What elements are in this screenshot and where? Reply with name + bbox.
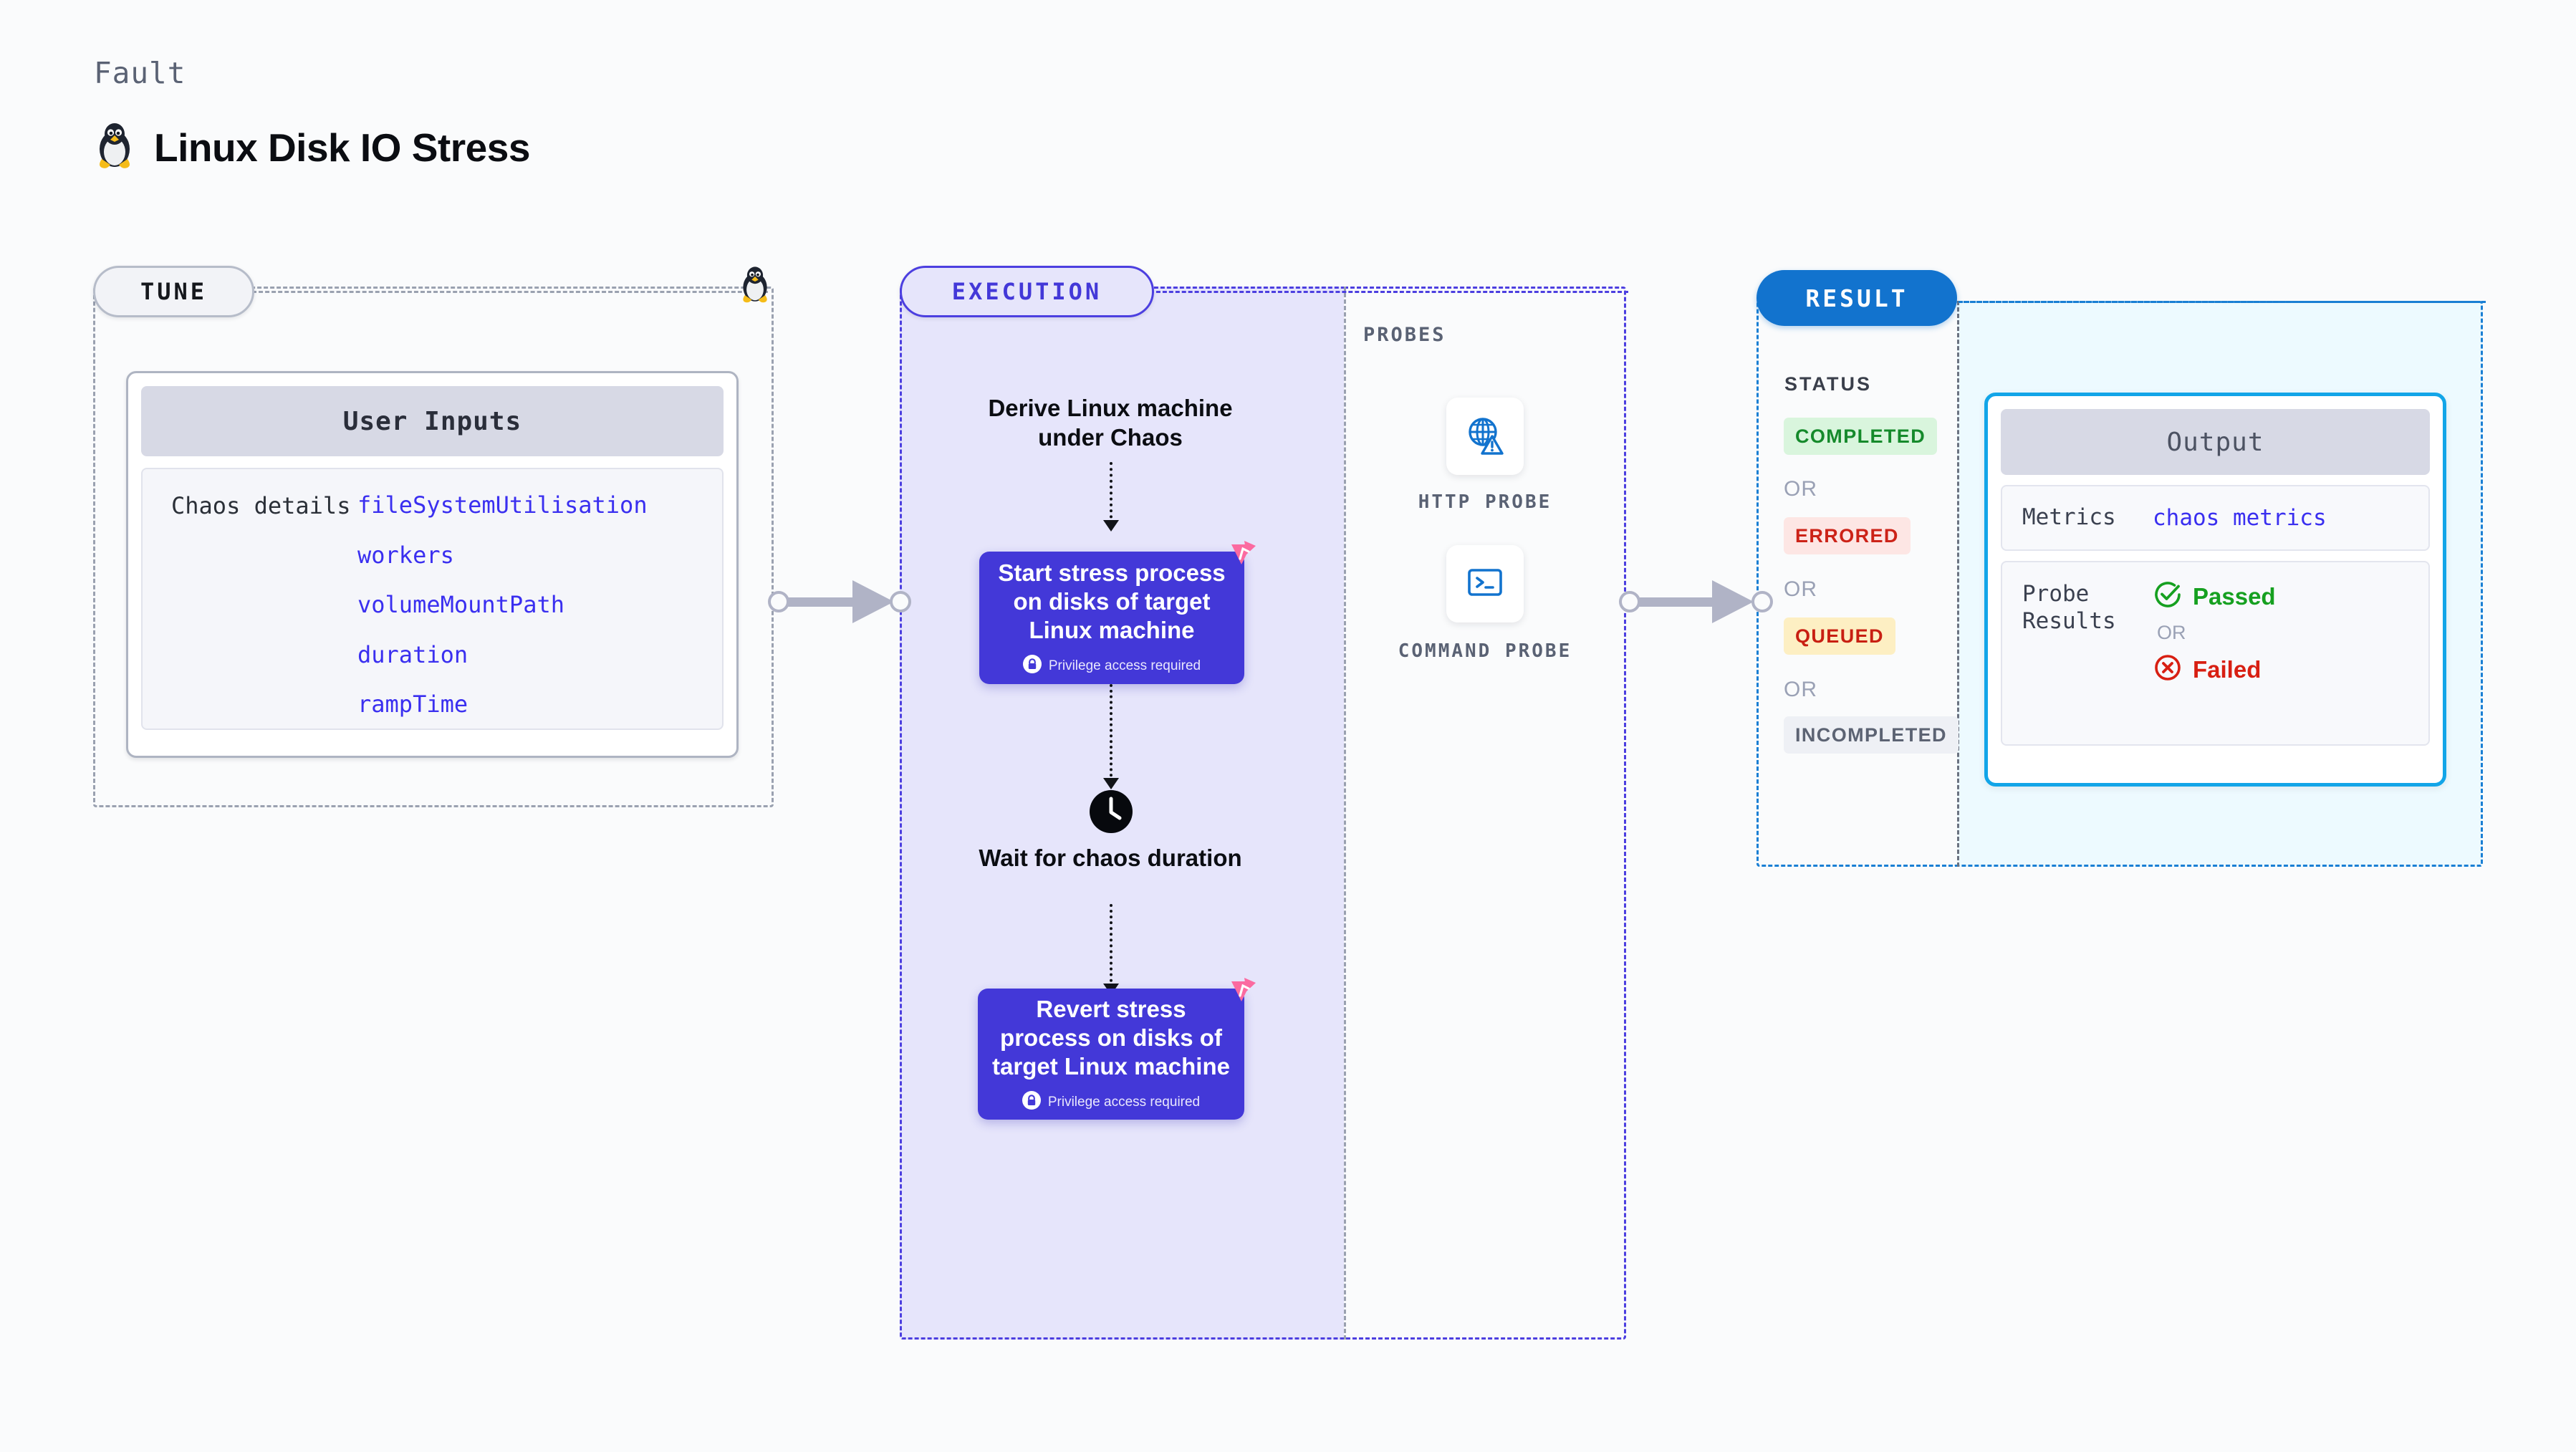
litmus-badge-icon (1224, 539, 1257, 575)
probe-result-failed: Failed (2153, 653, 2276, 686)
result-divider (1957, 301, 1959, 867)
probe-result-passed: Passed (2153, 580, 2276, 613)
connector-arrowhead (1712, 580, 1754, 623)
status-badge-queued: QUEUED (1784, 617, 1895, 655)
execution-step-revert-stress-box[interactable]: Revert stress process on disks of target… (978, 978, 1256, 1120)
page-kicker: Fault (94, 56, 186, 90)
probe-result-or-label: OR (2157, 622, 2186, 643)
probe-results-values: Passed OR Failed (2153, 562, 2276, 744)
output-title: Output (2001, 409, 2430, 475)
result-connector-line (1952, 301, 2486, 303)
http-probe-tile[interactable] (1446, 398, 1524, 475)
privilege-note-label: Privilege access required (1047, 1094, 1201, 1110)
linux-penguin-icon (94, 122, 135, 173)
result-panel (1756, 301, 1957, 867)
privilege-note: Privilege access required (1022, 1091, 1200, 1113)
input-param[interactable]: volumeMountPath (357, 591, 564, 619)
arrow-stem (1110, 462, 1112, 530)
arrow-stem (1110, 904, 1112, 994)
x-circle-icon (2153, 653, 2183, 686)
probe-results-label: Probe Results (2022, 581, 2116, 634)
connector-bar (778, 597, 871, 607)
probes-divider (1344, 287, 1346, 1340)
metrics-label: Metrics (2022, 504, 2116, 531)
tune-stage-pill[interactable]: TUNE (93, 266, 254, 317)
lock-icon (1022, 1091, 1041, 1113)
execution-step-derive-label: Derive Linux machine under Chaos (988, 395, 1233, 451)
privilege-note: Privilege access required (1022, 655, 1201, 677)
input-param[interactable]: duration (357, 640, 468, 668)
flow-arrow-1 (1103, 462, 1119, 532)
command-probe-label: COMMAND PROBE (1398, 640, 1572, 662)
probes-title: PROBES (1363, 324, 1446, 346)
tune-linux-penguin-icon (739, 264, 772, 309)
execution-stage-pill[interactable]: EXECUTION (900, 266, 1154, 317)
result-stage-pill[interactable]: RESULT (1756, 270, 1957, 326)
connector-bar (1629, 597, 1731, 607)
status-or-label: OR (1784, 678, 1817, 701)
check-circle-icon (2153, 580, 2183, 613)
input-param[interactable]: workers (357, 541, 454, 569)
user-inputs-card: User Inputs Chaos details fileSystemUtil… (126, 371, 739, 758)
flow-arrow-2 (1103, 684, 1119, 789)
status-badge-incompleted: INCOMPLETED (1784, 716, 1959, 754)
clock-icon (1087, 788, 1135, 835)
chaos-details-values: fileSystemUtilisation workers volumeMoun… (357, 491, 648, 729)
tune-connector-line (252, 291, 768, 293)
output-probe-results-row: Probe Results Passed OR (2001, 561, 2430, 746)
connector-tune-to-execution (768, 580, 911, 623)
http-probe-label: HTTP PROBE (1418, 491, 1552, 513)
page-title-row: Linux Disk IO Stress (94, 122, 530, 173)
globe-warning-icon (1463, 413, 1507, 461)
status-or-label: OR (1784, 477, 1817, 501)
metrics-value[interactable]: chaos metrics (2153, 505, 2327, 531)
user-inputs-body: Chaos details fileSystemUtilisation work… (141, 468, 724, 730)
privilege-note-label: Privilege access required (1048, 658, 1201, 673)
connector-end-dot (1751, 591, 1773, 612)
status-badge-errored: ERRORED (1784, 517, 1911, 554)
status-or-label: OR (1784, 577, 1817, 601)
step-title: Start stress process on disks of target … (998, 559, 1226, 644)
passed-label: Passed (2193, 582, 2276, 610)
execution-step-wait-label: Wait for chaos duration (979, 845, 1242, 871)
arrow-head (1103, 778, 1119, 789)
litmus-badge-icon (1224, 976, 1257, 1012)
lock-icon (1022, 655, 1042, 677)
connector-start-dot (1619, 591, 1640, 612)
command-probe-tile[interactable] (1446, 545, 1524, 622)
input-param[interactable]: rampTime (357, 691, 468, 718)
output-metrics-row: Metrics chaos metrics (2001, 485, 2430, 551)
flow-arrow-3 (1103, 904, 1119, 995)
input-param[interactable]: fileSystemUtilisation (357, 491, 648, 519)
connector-start-dot (768, 591, 789, 612)
connector-arrowhead (852, 580, 894, 623)
arrow-stem (1110, 684, 1112, 788)
connector-end-dot (890, 591, 911, 612)
connector-execution-to-result (1619, 580, 1773, 623)
user-inputs-title: User Inputs (141, 386, 724, 456)
execution-step-start-stress-box[interactable]: Start stress process on disks of target … (979, 541, 1256, 684)
tune-panel (93, 287, 774, 807)
arrow-head (1103, 520, 1119, 532)
output-card: Output Metrics chaos metrics Probe Resul… (1984, 393, 2446, 787)
chaos-details-label: Chaos details (171, 492, 351, 519)
step-title: Revert stress process on disks of target… (992, 995, 1230, 1080)
execution-connector-line (1150, 291, 1628, 293)
terminal-prompt-icon (1463, 560, 1507, 608)
page-title: Linux Disk IO Stress (154, 125, 530, 170)
status-badge-completed: COMPLETED (1784, 418, 1938, 455)
failed-label: Failed (2193, 655, 2262, 683)
status-title: STATUS (1784, 373, 1872, 395)
